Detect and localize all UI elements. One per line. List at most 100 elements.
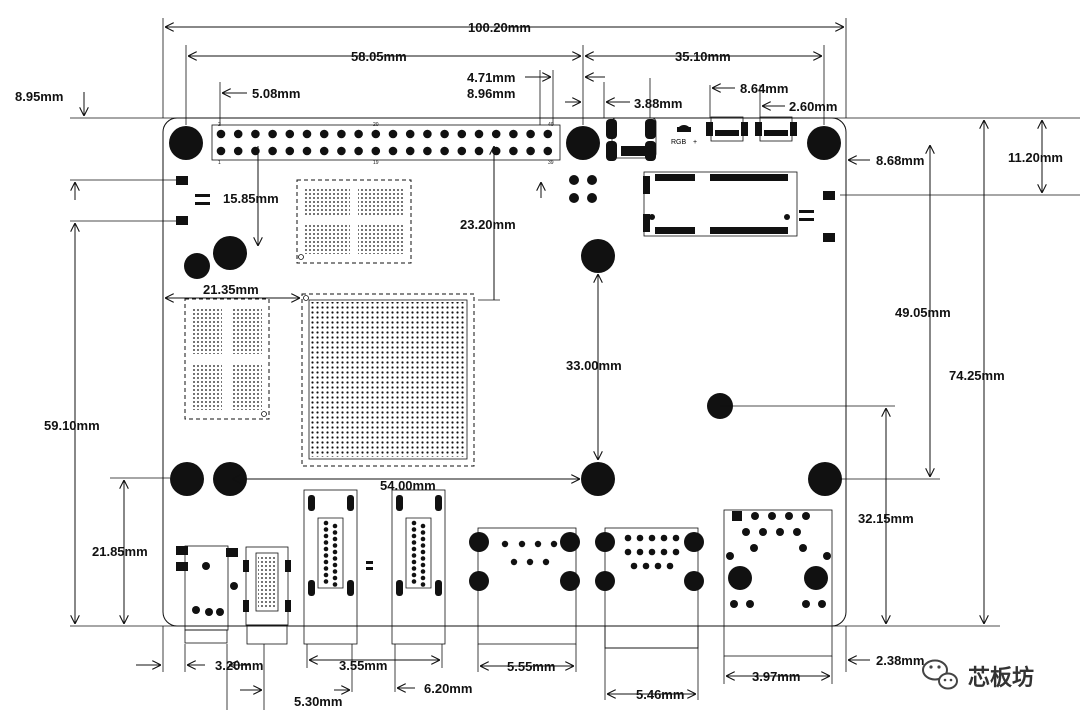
header-pin [423, 129, 432, 139]
usb-pin [636, 534, 644, 542]
hdmi-pin [332, 523, 338, 529]
dim-59-10: 59.10mm [44, 418, 100, 433]
usb-pin [624, 548, 632, 556]
dim-8-64: 8.64mm [740, 81, 788, 96]
gpio-header: 2 20 40 1 19 39 [211, 122, 561, 166]
hdmi-pin [332, 536, 338, 542]
gpio-header-outline [211, 124, 561, 161]
rgb-plus-label: + [693, 139, 697, 146]
dc-power-jack [176, 545, 238, 644]
dim-33-00: 33.00mm [566, 358, 622, 373]
ram-chip-left [184, 298, 270, 420]
header-pin [354, 129, 363, 139]
hdmi-pin [420, 543, 426, 548]
usb-pin [666, 562, 674, 570]
usb-pin [648, 548, 656, 556]
dim-54-00: 54.00mm [380, 478, 436, 493]
hdmi-pin [420, 530, 426, 535]
usb-pin [550, 540, 558, 548]
rj45-pin [726, 552, 734, 560]
mounting-hole-top-right [807, 126, 841, 160]
hdmi-pin [323, 559, 329, 565]
header-pin-label-1: 1 [218, 160, 221, 166]
hdmi-pin [420, 569, 426, 574]
rj45-pin [823, 552, 831, 560]
small-connector-b [755, 116, 797, 142]
rj45-pin [793, 528, 801, 536]
fpc-connector [606, 117, 657, 161]
dim-pin-pitch: 5.08mm [252, 86, 300, 101]
hdmi-port-1 [303, 489, 358, 645]
dim-overall-width: 100.20mm [468, 20, 531, 35]
rj45-pin [818, 600, 826, 608]
rj45-pin [742, 528, 750, 536]
header-pin [405, 146, 415, 156]
usb-port-1 [469, 527, 580, 645]
header-pin [268, 129, 277, 139]
rj45-pin [799, 544, 807, 552]
dim-3-55: 3.55mm [339, 658, 387, 673]
header-pin [423, 146, 432, 156]
header-pin [457, 129, 467, 139]
usb-pin [642, 562, 650, 570]
gpio-header-pins [216, 129, 553, 156]
header-pin [302, 146, 312, 156]
dim-3-97: 3.97mm [752, 669, 800, 684]
header-pin [491, 146, 501, 156]
hdmi-pin [420, 556, 426, 561]
header-pin [233, 146, 243, 156]
usb-pin [648, 534, 656, 542]
usb-pin [501, 540, 509, 548]
header-pin [319, 129, 329, 139]
usb-pin [636, 548, 644, 556]
hdmi-pin [420, 575, 426, 581]
dim-5-30: 5.30mm [294, 694, 342, 709]
hdmi-pin [323, 527, 329, 532]
header-pin [371, 129, 381, 139]
hdmi-pin [420, 582, 426, 587]
dim-21-85: 21.85mm [92, 544, 148, 559]
usb-pin [672, 548, 680, 556]
rj45-pin [785, 512, 793, 520]
rj45-pin [751, 512, 759, 520]
header-pin [268, 146, 277, 156]
header-pin [371, 146, 381, 156]
dimension-lines [70, 18, 1080, 710]
header-pin [440, 146, 449, 156]
hdmi-pin [332, 556, 338, 561]
header-pin [440, 129, 449, 139]
dim-4-71: 4.71mm [467, 70, 515, 85]
dimension-labels: 100.20mm 58.05mm 35.10mm 8.95mm 5.08mm 4… [15, 20, 1063, 709]
header-pin [251, 129, 260, 139]
rj45-pin [750, 544, 758, 552]
header-pin [233, 129, 243, 139]
hdmi-pin [420, 523, 426, 529]
mounting-hole-bottom-left-a [170, 462, 204, 496]
hdmi-pin [332, 543, 338, 548]
hdmi-pin [332, 575, 338, 581]
header-pin [474, 129, 484, 139]
hdmi-pin [411, 546, 417, 552]
rj45-pin [730, 600, 738, 608]
dim-2-60: 2.60mm [789, 99, 837, 114]
hdmi-pin [323, 533, 329, 539]
header-pin [543, 146, 553, 156]
header-pin [526, 129, 535, 139]
hdmi-pin [323, 579, 329, 584]
hdmi-pin [411, 553, 417, 558]
dim-top-hole-offset: 8.95mm [15, 89, 63, 104]
header-pin [302, 129, 312, 139]
dim-3-88: 3.88mm [634, 96, 682, 111]
dim-header-span: 58.05mm [351, 49, 407, 64]
dim-3-20: 3.20mm [215, 658, 263, 673]
dim-23-20: 23.20mm [460, 217, 516, 232]
header-pin [509, 129, 518, 139]
header-pin-label-20: 20 [373, 122, 379, 128]
rj45-pin [746, 600, 754, 608]
dim-6-20: 6.20mm [424, 681, 472, 696]
header-pin [216, 129, 226, 139]
mounting-hole-bottom-mid [581, 462, 615, 496]
wechat-icon [922, 659, 958, 690]
hdmi-pin [420, 549, 426, 555]
